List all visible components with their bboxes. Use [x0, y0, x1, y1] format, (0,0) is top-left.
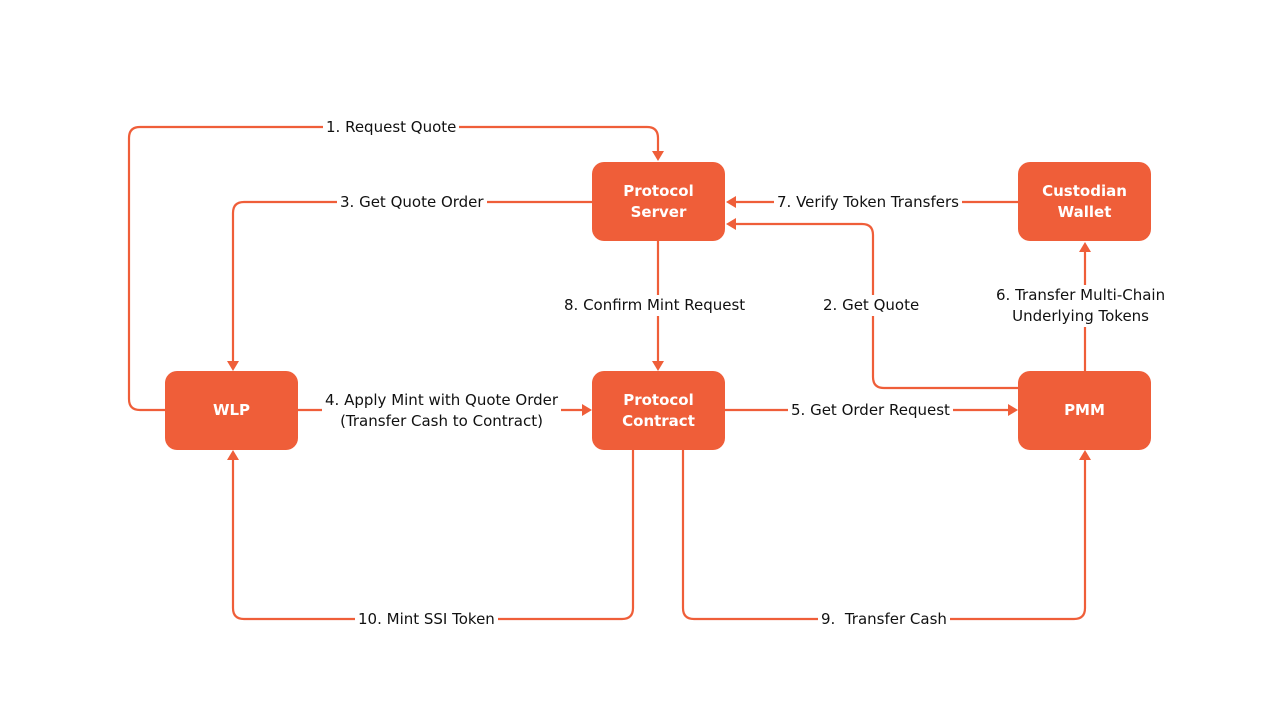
- label-get-quote: 2. Get Quote: [820, 295, 923, 316]
- arrowhead-mint-ssi-token: [227, 450, 239, 460]
- node-custodian-wallet-line2: Wallet: [1057, 202, 1112, 221]
- arrowhead-get-quote-order: [227, 361, 239, 371]
- arrowhead-verify-token-transfers: [726, 196, 736, 208]
- edge-request-quote: [127, 125, 660, 412]
- node-pmm-label: PMM: [1064, 401, 1105, 419]
- arrowhead-request-quote: [652, 151, 664, 161]
- node-wlp-label: WLP: [212, 401, 251, 419]
- label-request-quote: 1. Request Quote: [323, 117, 460, 138]
- node-custodian-wallet-line1: Custodian: [1042, 181, 1127, 200]
- arrowhead-apply-mint: [582, 404, 592, 416]
- label-apply-mint: 4. Apply Mint with Quote Order (Transfer…: [322, 390, 562, 432]
- arrowhead-get-order-request: [1008, 404, 1018, 416]
- label-transfer-multichain-line2: Underlying Tokens: [1012, 307, 1149, 325]
- arrowhead-transfer-cash: [1079, 450, 1091, 460]
- label-mint-ssi-token: 10. Mint SSI Token: [355, 609, 498, 630]
- label-confirm-mint-request: 8. Confirm Mint Request: [561, 295, 749, 316]
- node-protocol-server-line1: Protocol: [623, 181, 694, 200]
- label-get-order-request: 5. Get Order Request: [788, 400, 953, 421]
- label-confirm-mint-request-text: 8. Confirm Mint Request: [564, 296, 746, 314]
- label-transfer-multichain-line1: 6. Transfer Multi-Chain: [996, 286, 1166, 304]
- node-pmm: PMM: [1018, 371, 1151, 450]
- edge-mint-ssi-token: [231, 450, 635, 621]
- label-transfer-multichain: 6. Transfer Multi-Chain Underlying Token…: [993, 285, 1169, 327]
- edge-transfer-cash: [681, 450, 1087, 621]
- arrowhead-confirm-mint-request: [652, 361, 664, 371]
- label-get-quote-order: 3. Get Quote Order: [337, 192, 487, 213]
- label-verify-token-transfers: 7. Verify Token Transfers: [774, 192, 962, 213]
- node-protocol-contract-line2: Contract: [622, 411, 695, 430]
- label-transfer-cash: 9. Transfer Cash: [818, 609, 950, 630]
- node-protocol-server-line2: Server: [630, 202, 687, 221]
- arrowhead-transfer-multichain: [1079, 242, 1091, 252]
- node-wlp: WLP: [165, 371, 298, 450]
- node-protocol-contract: Protocol Contract: [592, 371, 725, 450]
- node-protocol-server: Protocol Server: [592, 162, 725, 241]
- node-custodian-wallet: Custodian Wallet: [1018, 162, 1151, 241]
- arrowhead-get-quote: [726, 218, 736, 230]
- edge-get-quote-order: [231, 200, 592, 362]
- label-apply-mint-line2: (Transfer Cash to Contract): [340, 412, 543, 430]
- node-protocol-contract-line1: Protocol: [623, 390, 694, 409]
- label-apply-mint-line1: 4. Apply Mint with Quote Order: [325, 391, 559, 409]
